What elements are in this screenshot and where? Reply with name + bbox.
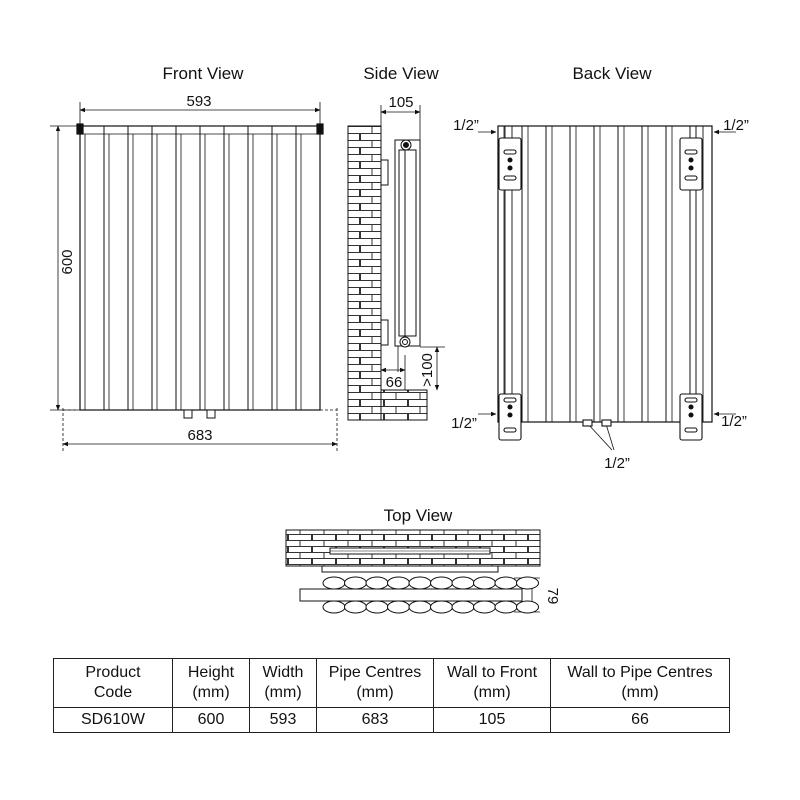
- front-pipe-centres-label: 683: [187, 427, 212, 444]
- header-height: Height(mm): [172, 658, 250, 708]
- top-view-tubes: [322, 576, 539, 614]
- top-tube: [516, 600, 539, 614]
- side-view-title: Side View: [363, 64, 439, 83]
- top-tube: [322, 600, 346, 614]
- side-clearance-label: >100: [419, 353, 436, 387]
- header-pipe-centres: Pipe Centres(mm): [316, 658, 434, 708]
- side-depth-label: 105: [388, 94, 413, 111]
- top-tube: [494, 576, 518, 590]
- header-wall-to-front: Wall to Front(mm): [433, 658, 551, 708]
- cell-height: 600: [172, 707, 250, 733]
- top-tube: [408, 600, 432, 614]
- top-tube: [322, 576, 346, 590]
- top-tube: [365, 600, 389, 614]
- side-floor: [380, 389, 428, 421]
- front-view-panels: [79, 126, 302, 410]
- front-height-label: 600: [59, 249, 76, 274]
- top-tube: [473, 576, 496, 590]
- top-tube: [473, 600, 496, 614]
- cell-pipe-centres: 683: [316, 707, 434, 733]
- top-tube: [344, 576, 367, 590]
- back-inlet-bottom-right-label: 1/2”: [721, 413, 747, 430]
- table-row: SD610W 600 593 683 105 66: [53, 707, 730, 733]
- top-tube: [408, 576, 432, 590]
- side-view: [347, 105, 445, 421]
- back-inlet-bottom-left-label: 1/2”: [451, 415, 477, 432]
- cell-wall-to-pipe-centres: 66: [550, 707, 730, 733]
- top-tube: [344, 600, 367, 614]
- top-tube: [516, 576, 539, 590]
- top-tube: [430, 576, 453, 590]
- header-wall-to-pipe-centres: Wall to Pipe Centres(mm): [550, 658, 730, 708]
- top-tube: [387, 576, 410, 590]
- top-tube: [451, 600, 475, 614]
- top-tube: [451, 576, 475, 590]
- back-view-title: Back View: [572, 64, 652, 83]
- front-view-valves: [183, 409, 216, 419]
- top-tube: [430, 600, 453, 614]
- back-valve-label: 1/2”: [604, 455, 630, 472]
- top-tube: [365, 576, 389, 590]
- top-depth-label: 79: [544, 588, 561, 605]
- back-inlet-top-right-label: 1/2”: [723, 117, 749, 134]
- cell-wall-to-front: 105: [433, 707, 551, 733]
- top-view-title: Top View: [384, 506, 453, 525]
- front-view-title: Front View: [163, 64, 245, 83]
- front-width-label: 593: [186, 93, 211, 110]
- back-view-panels: [497, 126, 697, 422]
- header-width: Width(mm): [249, 658, 317, 708]
- cell-product-code: SD610W: [53, 707, 173, 733]
- top-tube: [494, 600, 518, 614]
- side-brick-wall: [347, 125, 382, 421]
- top-tube: [387, 600, 410, 614]
- front-view: [50, 102, 338, 452]
- side-wall-to-pipe-label: 66: [386, 374, 403, 391]
- back-view-brackets: [498, 126, 704, 441]
- top-view: [285, 529, 541, 614]
- back-inlet-top-left-label: 1/2”: [453, 117, 479, 134]
- cell-width: 593: [249, 707, 317, 733]
